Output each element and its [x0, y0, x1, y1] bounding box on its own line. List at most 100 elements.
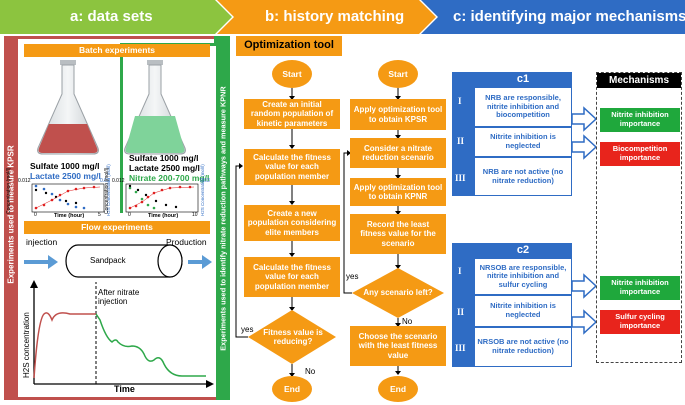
right-yes-label: yes	[346, 272, 359, 281]
h2s-axis-label: H2S concentration	[22, 312, 31, 378]
banner-c-shape	[421, 0, 685, 34]
production-arrow	[188, 255, 212, 269]
arrow-c1-2	[571, 134, 598, 160]
left-diamond-label: Fitness value is reducing?	[263, 327, 323, 346]
sandpack-label: Sandpack	[90, 256, 126, 265]
green-frame-left	[120, 43, 123, 213]
right-box-scenario: Consider a nitrate reduction scenario	[350, 138, 446, 168]
c2-row2-roman: II	[457, 307, 465, 317]
right-end: End	[378, 376, 418, 402]
plot2-xlabel: Time (hour)	[148, 213, 179, 219]
c2-row3-roman: III	[455, 343, 466, 353]
green-frame-join	[214, 36, 217, 44]
plot1-x0: 0	[34, 212, 37, 218]
plot2-x1: 10	[192, 212, 198, 218]
fitness-diamond	[248, 310, 336, 364]
right-no-label: No	[402, 317, 413, 326]
left-start: Start	[272, 60, 312, 88]
c2-row3-text: NRSOB are not active (no nitrate reducti…	[474, 327, 572, 367]
arrow-c2-1	[571, 273, 598, 299]
plot2-ylabel: Concentration (mol/l)	[104, 167, 110, 214]
mech-sulfur-cycling: Sulfur cycling importance	[600, 310, 680, 334]
mechanism-arrows	[571, 106, 598, 335]
left-box-fitness-2: Calculate the fitness value for each pop…	[244, 257, 340, 297]
flask-green	[124, 60, 186, 155]
after-nitrate-label: After nitrate injection	[98, 288, 140, 307]
c2-row2-text: Nitrite inhibition is neglected	[474, 295, 572, 327]
left-no-label: No	[305, 367, 316, 376]
plot1-x1: 5	[98, 212, 101, 218]
arrow-c1-1	[571, 106, 598, 132]
side-bar-red	[4, 36, 18, 400]
mechanisms-column	[596, 72, 682, 363]
flask-red	[37, 60, 99, 155]
right-box-record: Record the least fitness value for the s…	[350, 214, 446, 254]
mechanisms-title: Mechanisms	[597, 73, 681, 88]
side-label-kpsr: Experiments used to measure KPSR	[6, 145, 16, 284]
header-banners	[0, 0, 685, 34]
left-box-new-population: Create a new population considering elit…	[244, 205, 340, 241]
red-frame-bottom	[18, 397, 228, 400]
left-end: End	[272, 376, 312, 402]
c2-row1-text: NRSOB are responsible, nitrite inhibitio…	[474, 258, 572, 295]
flask1-sulfate: Sulfate 1000 mg/l	[30, 161, 100, 171]
batch-title: Batch experiments	[24, 44, 210, 57]
left-box-fitness-1: Calculate the fitness value for each pop…	[244, 149, 340, 185]
mini-plot-2	[125, 183, 199, 213]
right-diamond-label: Any scenario left?	[363, 288, 433, 298]
right-box-kpsr: Apply optimization tool to obtain KPSR	[350, 99, 446, 130]
c1-row1-roman: I	[458, 96, 462, 106]
c2-row1-roman: I	[458, 266, 462, 276]
side-bar-green	[216, 36, 230, 400]
plot1-ytop-right: 0.03	[100, 178, 110, 184]
mech-nitrite-inhibition-1: Nitrite inhibition importance	[600, 108, 680, 132]
c1-row2-text: Nitrite inhibition is neglected	[474, 127, 572, 157]
banner-a-label: a: data sets	[70, 8, 153, 25]
plot2-yright: H2S Concentration (mol/l)	[200, 164, 205, 216]
arrow-c2-2	[571, 309, 598, 335]
flasks	[37, 60, 186, 155]
time-axis-label: Time	[114, 384, 135, 394]
mini-plot-1	[31, 183, 105, 213]
c1-row2-roman: II	[457, 136, 465, 146]
flask1-lactate: Lactate 2500 mg/l	[30, 171, 101, 181]
c1-row1-text: NRB are responsible, nitrite inhibition …	[474, 87, 572, 127]
banner-a-shape	[0, 0, 232, 34]
plot1-xlabel: Time (hour)	[54, 213, 85, 219]
flask2-lactate: Lactate 2500 mg/l	[129, 163, 200, 173]
injection-label: injection	[26, 237, 58, 247]
c1-row3-text: NRB are not active (no nitrate reduction…	[474, 157, 572, 196]
plot1-ytop: 0.012	[18, 178, 31, 184]
plot2-ytop: 0.012	[112, 178, 125, 184]
h2s-red-curve	[33, 312, 96, 379]
flow-title: Flow experiments	[24, 221, 210, 234]
mech-nitrite-inhibition-2: Nitrite inhibition importance	[600, 276, 680, 300]
c1-row3-roman: III	[455, 173, 466, 183]
right-start: Start	[378, 60, 418, 88]
left-box-initial-population: Create an initial random population of k…	[244, 99, 340, 129]
injection-arrow	[24, 255, 58, 269]
left-yes-label: yes	[241, 325, 254, 334]
plot2-x0: 0	[128, 212, 131, 218]
banner-b-shape	[217, 0, 436, 34]
plot1-ylabel: Concentration (mol/l)	[6, 167, 12, 214]
flowchart-connectors	[235, 88, 444, 377]
right-box-kpnr: Apply optimization tool to obtain KPNR	[350, 178, 446, 206]
red-frame-top	[18, 36, 216, 39]
c2-title: c2	[516, 244, 530, 256]
flask2-sulfate: Sulfate 1000 mg/l	[129, 153, 199, 163]
h2s-graph	[30, 280, 214, 388]
side-label-kpnr: Experiments used to identify nitrate red…	[218, 86, 228, 351]
production-label: Production	[166, 237, 207, 247]
h2s-green-curve	[95, 313, 206, 377]
flask2-nitrate: Nitrate 200-700 mg/l	[129, 173, 210, 183]
sandpack-diagram	[24, 244, 212, 278]
right-box-choose: Choose the scenario with the least fitne…	[350, 326, 446, 366]
scenario-diamond	[352, 268, 444, 318]
title-underline	[236, 54, 342, 56]
banner-b-label: b: history matching	[265, 8, 405, 25]
plot2-ytop-right: 0.03	[200, 178, 210, 184]
mech-biocompetition: Biocompetition importance	[600, 142, 680, 166]
banner-c-label: c: identifying major mechanisms	[453, 8, 685, 25]
optimization-tool-title: Optimization tool	[236, 36, 342, 54]
